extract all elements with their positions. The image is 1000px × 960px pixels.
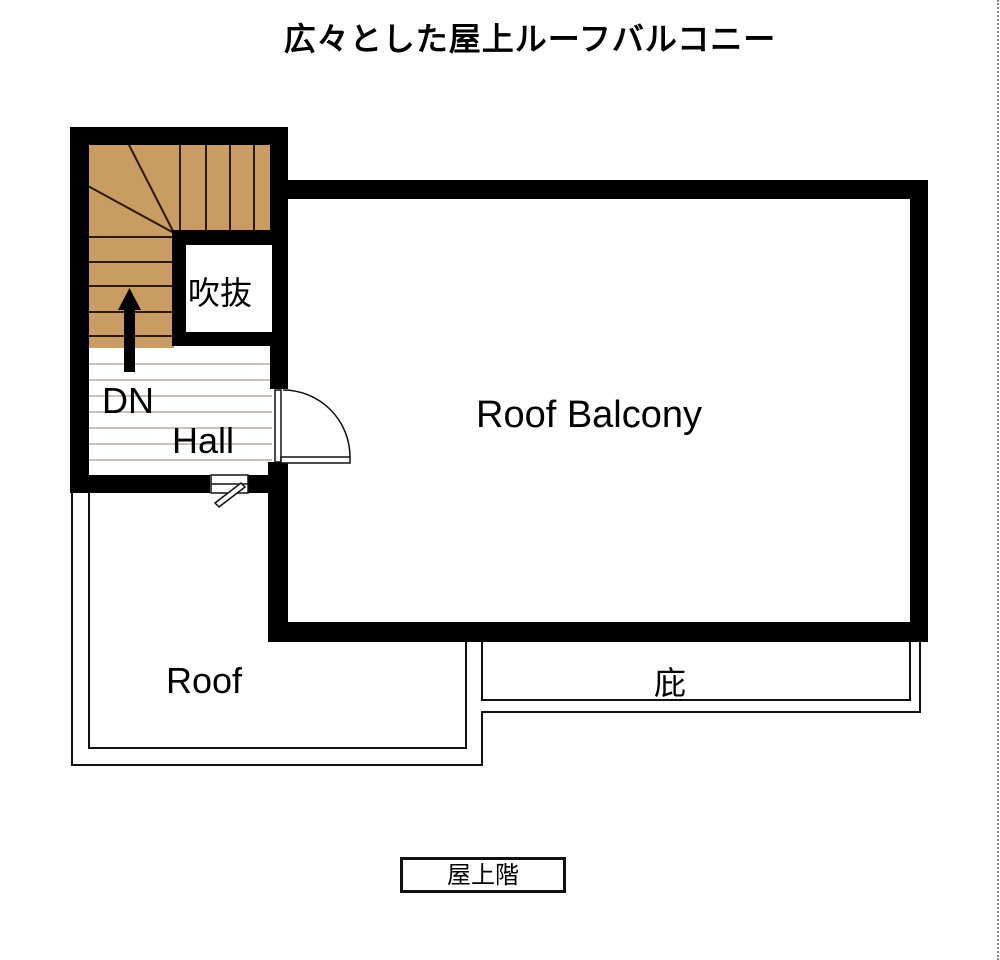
void-box [186,245,272,332]
stair-direction-arrow [118,288,141,372]
room-label-hall: Hall [172,420,235,461]
page-title: 広々とした屋上ルーフバルコニー [283,20,777,58]
stairs-direction-label: DN [102,380,154,421]
roof-outline [71,490,921,766]
page-edge-divider [997,0,999,960]
walls [70,127,928,642]
floor-label: 屋上階 [400,857,566,893]
room-label-roof-balcony: Roof Balcony [476,394,703,436]
hall-floor [88,363,272,461]
eaves-label: 庇 [654,664,687,702]
room-label-roof: Roof [166,660,243,701]
window-icon [210,474,249,508]
door-icon [274,389,351,464]
void-label: 吹抜 [188,274,253,312]
